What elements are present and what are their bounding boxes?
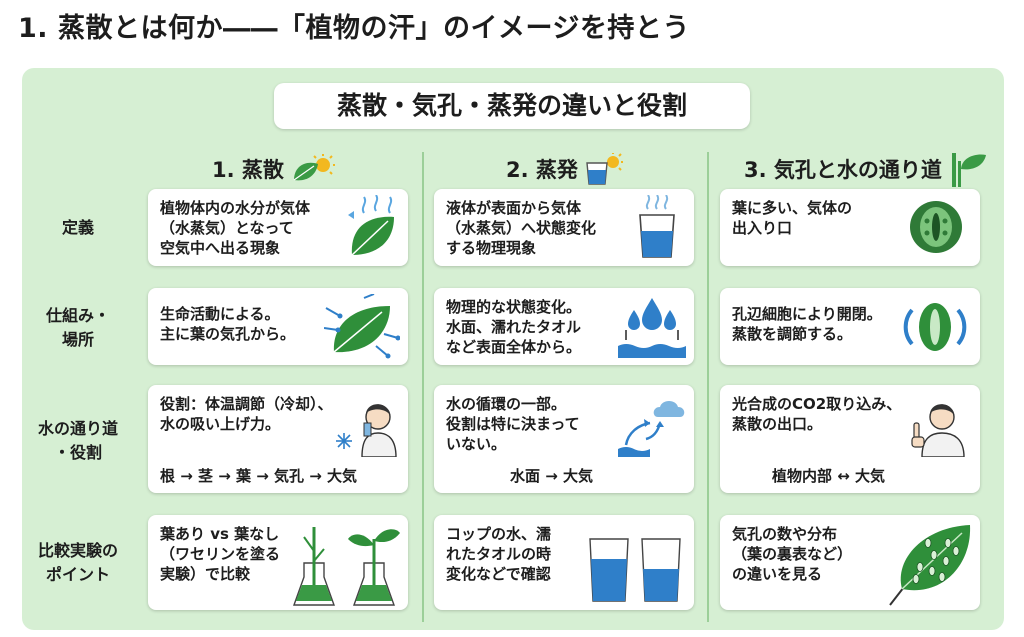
flask-plants-icon [293, 527, 400, 606]
cell-text: 液体が表面から気体 （水蒸気）へ状態変化 する物理現象 [446, 199, 597, 257]
cell-experiment-transpiration: 葉あり vs 葉なし （ワセリンを塗る 実験）で比較 [148, 515, 408, 610]
cell-text: 植物体内の水分が気体 （水蒸気）となって 空気中へ出る現象 [160, 199, 311, 257]
leaf-vapor-icon [348, 195, 394, 256]
plant-sprout-icon [951, 153, 986, 187]
cell-experiment-stomata: 気孔の数や分布 （葉の裏表など） の違いを見る [720, 515, 980, 610]
cell-mechanism-transpiration: 生命活動による。 主に葉の気孔から。 [148, 288, 408, 365]
cell-text: 光合成のCO2取り込み、 蒸散の出口。 [732, 395, 902, 433]
diagram-title: 蒸散・気孔・蒸発の違いと役割 [274, 83, 750, 129]
cell-role-stomata: 光合成のCO2取り込み、 蒸散の出口。 植物内部 ↔ 大気 [720, 385, 980, 493]
cell-text: 葉に多い、気体の 出入り口 [732, 199, 853, 237]
column-title: 1. 蒸散 [212, 158, 284, 182]
glass-steam-icon [639, 195, 675, 258]
column-title: 2. 蒸発 [506, 158, 578, 182]
cell-text: 葉あり vs 葉なし （ワセリンを塗る 実験）で比較 [160, 525, 281, 583]
column-divider [422, 152, 424, 622]
page-title: 1. 蒸散とは何か――「植物の汗」のイメージを持とう [18, 13, 690, 44]
cell-role-transpiration: 役割：体温調節（冷却）、 水の吸い上げ力。 根 → 茎 → 葉 → 気孔 → 大… [148, 385, 408, 493]
cell-definition-evaporation: 液体が表面から気体 （水蒸気）へ状態変化 する物理現象 [434, 189, 694, 266]
water-cycle-icon [618, 401, 685, 457]
cell-text: 気孔の数や分布 （葉の裏表など） の違いを見る [732, 525, 853, 583]
water-drops-icon [618, 298, 686, 358]
column-header-stomata: 3. 気孔と水の通り道 [744, 153, 988, 187]
stoma-icon [910, 201, 962, 253]
column-divider [707, 152, 709, 622]
cell-role-evaporation: 水の循環の一部。 役割は特に決まって いない。 水面 → 大気 [434, 385, 694, 493]
column-title: 3. 気孔と水の通り道 [744, 158, 942, 182]
column-header-transpiration: 1. 蒸散 [212, 154, 336, 184]
leaf-sun-icon [293, 154, 335, 181]
cell-text: 水の循環の一部。 役割は特に決まって いない。 [446, 395, 580, 453]
row-label-role: 水の通り道 ・役割 [37, 419, 118, 462]
cup-sun-icon [586, 153, 623, 185]
flow-text: 植物内部 ↔ 大気 [772, 467, 886, 485]
row-label-definition: 定義 [61, 218, 94, 237]
flow-text: 水面 → 大気 [510, 467, 594, 485]
cell-definition-stomata: 葉に多い、気体の 出入り口 [720, 189, 980, 266]
cell-text: コップの水、濡 れたタオルの時 変化などで確認 [446, 525, 552, 583]
leaf-stomata-icon [889, 525, 971, 606]
cell-text: 生命活動による。 主に葉の気孔から。 [160, 305, 296, 343]
row-label-mechanism: 仕組み・ 場所 [45, 306, 110, 349]
row-label-experiment: 比較実験の ポイント [37, 541, 118, 584]
cell-definition-transpiration: 植物体内の水分が気体 （水蒸気）となって 空気中へ出る現象 [148, 189, 408, 266]
two-cups-icon [589, 538, 681, 602]
leaf-arrows-icon [324, 294, 400, 359]
person-drinking-icon [336, 404, 397, 457]
cell-text: 孔辺細胞により開閉。 蒸散を調節する。 [732, 305, 882, 343]
cell-mechanism-evaporation: 物理的な状態変化。 水面、濡れたタオル など表面全体から。 [434, 288, 694, 365]
guard-cell-icon [903, 303, 967, 351]
flow-text: 根 → 茎 → 葉 → 気孔 → 大気 [160, 467, 358, 485]
cell-text: 役割：体温調節（冷却）、 水の吸い上げ力。 [160, 395, 333, 433]
column-header-evaporation: 2. 蒸発 [506, 153, 624, 185]
cell-experiment-evaporation: コップの水、濡 れたタオルの時 変化などで確認 [434, 515, 694, 610]
person-pointing-icon [911, 404, 965, 457]
cell-mechanism-stomata: 孔辺細胞により開閉。 蒸散を調節する。 [720, 288, 980, 365]
cell-text: 物理的な状態変化。 水面、濡れたタオル など表面全体から。 [446, 298, 582, 356]
